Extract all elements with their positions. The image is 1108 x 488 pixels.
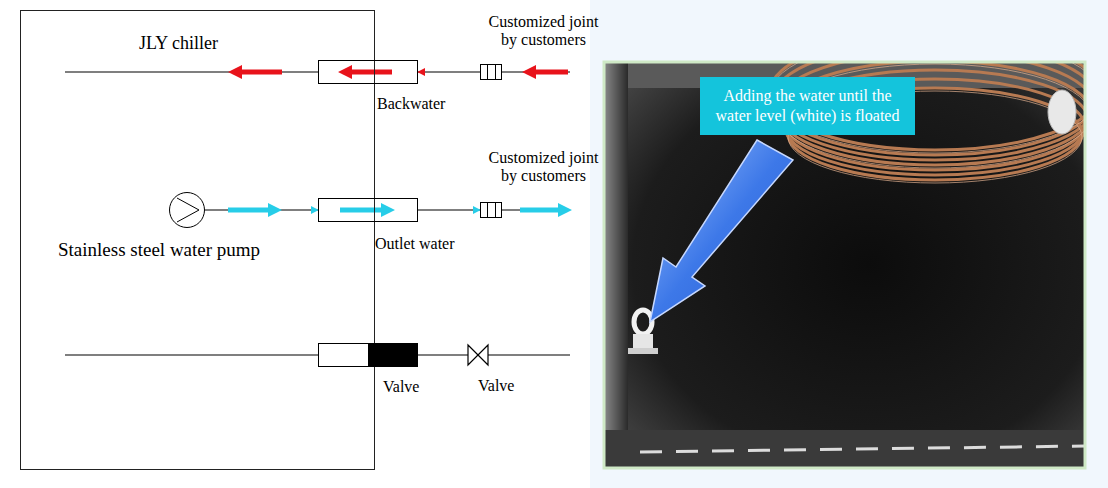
pipe-joint: Customized joint by customers: [480, 202, 502, 218]
pipe-connector: [418, 71, 480, 72]
water-pump: Stainless steel water pump: [169, 192, 205, 228]
part-label: Valve: [478, 377, 514, 395]
part-label: Outlet water: [375, 235, 455, 253]
pipe-lines: [65, 72, 570, 355]
callout-box: Adding the water until the water level (…: [700, 77, 915, 135]
pipe-joint: Customized joint by customers: [480, 64, 502, 80]
chiller-housing: Stainless steel water pump JLY chiller: [20, 10, 375, 470]
outlet-port: Outlet water: [318, 198, 418, 222]
part-label: Customized joint by customers: [481, 149, 606, 186]
pointer-arrow: [650, 140, 793, 322]
part-label: JLY chiller: [139, 33, 218, 54]
valve-bowtie: [468, 345, 488, 365]
backwater-port: Backwater: [318, 60, 418, 84]
valve-glyph: [468, 345, 488, 365]
part-label: Valve: [383, 378, 419, 396]
outlet-arrows: [228, 203, 572, 217]
pump-glyph: [169, 192, 205, 228]
part-label: Customized joint by customers: [481, 13, 606, 50]
pipe-connector: [418, 354, 468, 355]
tank-photo: [604, 62, 1085, 468]
pipe-connector: [418, 209, 480, 210]
callout-text: Adding the water until the water level (…: [710, 86, 905, 126]
part-label: Backwater: [377, 95, 445, 113]
part-label: Stainless steel water pump: [58, 239, 260, 261]
photo-border: [604, 62, 1085, 468]
pump-glyph-lines: [177, 198, 199, 222]
backwater-arrows: [228, 65, 568, 79]
photo-frame: [590, 0, 1108, 488]
valve-symbol: Valve: [468, 345, 488, 365]
drain-valve-port: Valve: [318, 343, 418, 367]
